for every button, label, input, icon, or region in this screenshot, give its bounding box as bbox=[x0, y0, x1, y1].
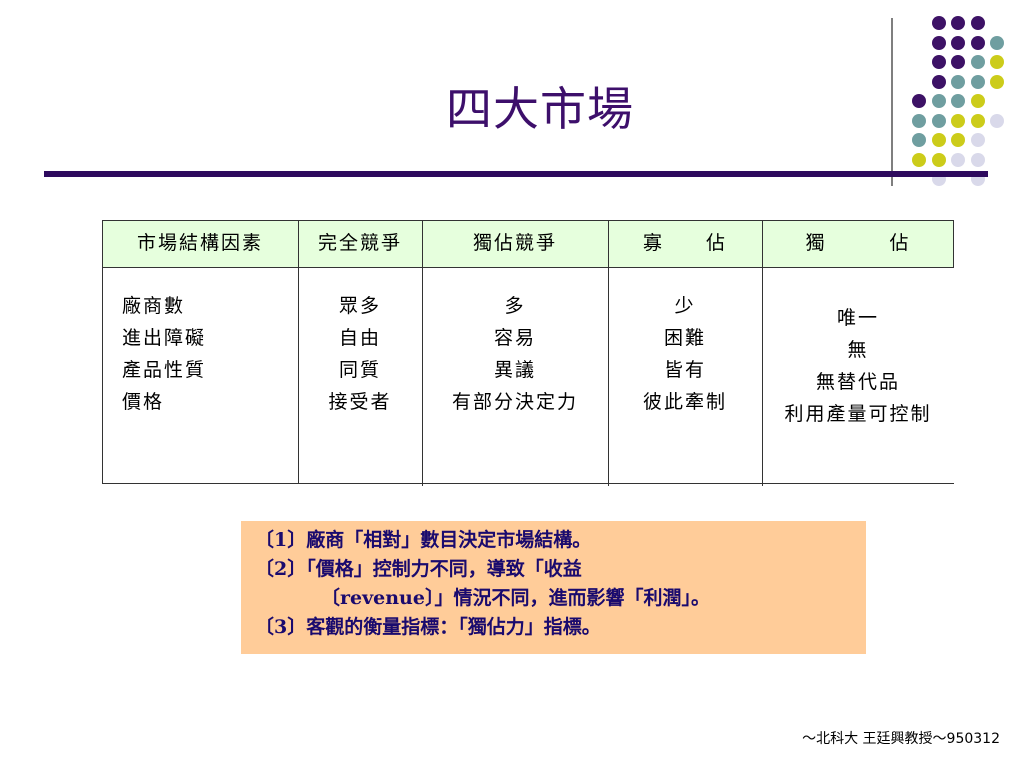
decorative-dot bbox=[931, 74, 946, 89]
table-cell: 進出障礙 bbox=[122, 327, 207, 349]
note-line: 〔2〕「價格」控制力不同，導致「收益 bbox=[255, 558, 582, 580]
factors-column: 廠商數 進出障礙 產品性質 價格 bbox=[122, 290, 206, 418]
table-cell: 異議 bbox=[493, 359, 536, 381]
decorative-dot bbox=[931, 113, 946, 128]
table-cell: 唯一 bbox=[836, 307, 879, 329]
decorative-dot bbox=[951, 55, 965, 69]
table-cell: 產品性質 bbox=[122, 359, 207, 381]
decorative-dot bbox=[931, 94, 946, 108]
title-underline-bar bbox=[44, 171, 988, 177]
decorative-dot bbox=[931, 133, 946, 147]
column-divider bbox=[422, 220, 423, 486]
decorative-dot bbox=[970, 55, 985, 69]
decorative-dot bbox=[912, 113, 926, 128]
decorative-dot bbox=[912, 94, 926, 108]
monopoly-column: 唯一 無 無替代品 利用產量可控制 bbox=[762, 302, 954, 430]
table-cell: 利用產量可控制 bbox=[784, 403, 932, 425]
footer-credit: ～北科大 王廷興教授～950312 bbox=[802, 731, 1000, 747]
decorative-dot bbox=[931, 35, 946, 50]
column-divider bbox=[608, 220, 609, 486]
decorative-dot bbox=[970, 94, 985, 108]
decorative-dot bbox=[931, 16, 946, 30]
decorative-dot bbox=[970, 152, 985, 167]
oligopoly-column: 少 困難 皆有 彼此牽制 bbox=[608, 290, 762, 418]
column-divider bbox=[953, 220, 954, 268]
table-cell: 無替代品 bbox=[815, 371, 900, 393]
decorative-dot bbox=[951, 94, 965, 108]
header-cell-oligopoly: 寡 佔 bbox=[642, 232, 727, 254]
notes-box: 〔1〕廠商「相對」數目決定市場結構。 〔2〕「價格」控制力不同，導致「收益 〔r… bbox=[241, 521, 866, 654]
decorative-dot bbox=[951, 35, 965, 50]
table-cell: 同質 bbox=[338, 359, 381, 381]
table-cell: 容易 bbox=[493, 327, 536, 349]
decorative-dot bbox=[970, 74, 985, 89]
slide-title: 四大市場 bbox=[446, 82, 634, 136]
decorative-dot bbox=[931, 55, 946, 69]
monopolistic-competition-column: 多 容易 異議 有部分決定力 bbox=[422, 290, 608, 418]
table-cell: 有部分決定力 bbox=[451, 391, 578, 413]
header-cell-factors: 市場結構因素 bbox=[136, 232, 263, 254]
decorative-dot bbox=[931, 152, 946, 167]
decorative-dot bbox=[951, 113, 965, 128]
header-cell-monopoly: 獨 佔 bbox=[805, 232, 911, 254]
table-cell: 自由 bbox=[338, 327, 381, 349]
column-divider bbox=[762, 220, 763, 486]
decorative-dot bbox=[970, 16, 985, 30]
decorative-dot bbox=[970, 113, 985, 128]
table-body bbox=[102, 268, 954, 484]
table-cell: 無 bbox=[847, 339, 869, 361]
table-cell: 皆有 bbox=[663, 359, 706, 381]
note-line: 〔revenue〕」情況不同，進而影響「利潤」。 bbox=[321, 587, 710, 609]
table-cell: 接受者 bbox=[328, 391, 392, 413]
table-cell: 少 bbox=[674, 295, 696, 317]
decorative-dot bbox=[951, 152, 965, 167]
decorative-dot bbox=[951, 74, 965, 89]
table-cell: 困難 bbox=[663, 327, 706, 349]
column-divider bbox=[298, 220, 299, 484]
note-line: 〔1〕廠商「相對」數目決定市場結構。 bbox=[255, 529, 592, 551]
header-cell-perfect-competition: 完全競爭 bbox=[317, 232, 402, 254]
decorative-dot bbox=[970, 35, 985, 50]
decorative-dot bbox=[990, 74, 1004, 89]
vertical-divider-line bbox=[891, 18, 893, 186]
table-header-row bbox=[102, 220, 954, 268]
decorative-dot bbox=[990, 113, 1004, 128]
decorative-dot bbox=[990, 35, 1004, 50]
table-cell: 眾多 bbox=[338, 295, 381, 317]
table-cell: 多 bbox=[504, 295, 526, 317]
decorative-dot bbox=[912, 152, 926, 167]
decorative-dot bbox=[912, 133, 926, 147]
decorative-dot bbox=[951, 16, 965, 30]
perfect-competition-column: 眾多 自由 同質 接受者 bbox=[298, 290, 422, 418]
decorative-dot bbox=[951, 133, 965, 147]
table-cell: 價格 bbox=[122, 391, 165, 413]
decorative-dot bbox=[990, 55, 1004, 69]
header-cell-monopolistic-competition: 獨佔競爭 bbox=[472, 232, 557, 254]
table-cell: 彼此牽制 bbox=[642, 391, 727, 413]
table-cell: 廠商數 bbox=[122, 295, 186, 317]
decorative-dot bbox=[970, 133, 985, 147]
note-line: 〔3〕客觀的衡量指標：「獨佔力」指標。 bbox=[255, 616, 601, 638]
